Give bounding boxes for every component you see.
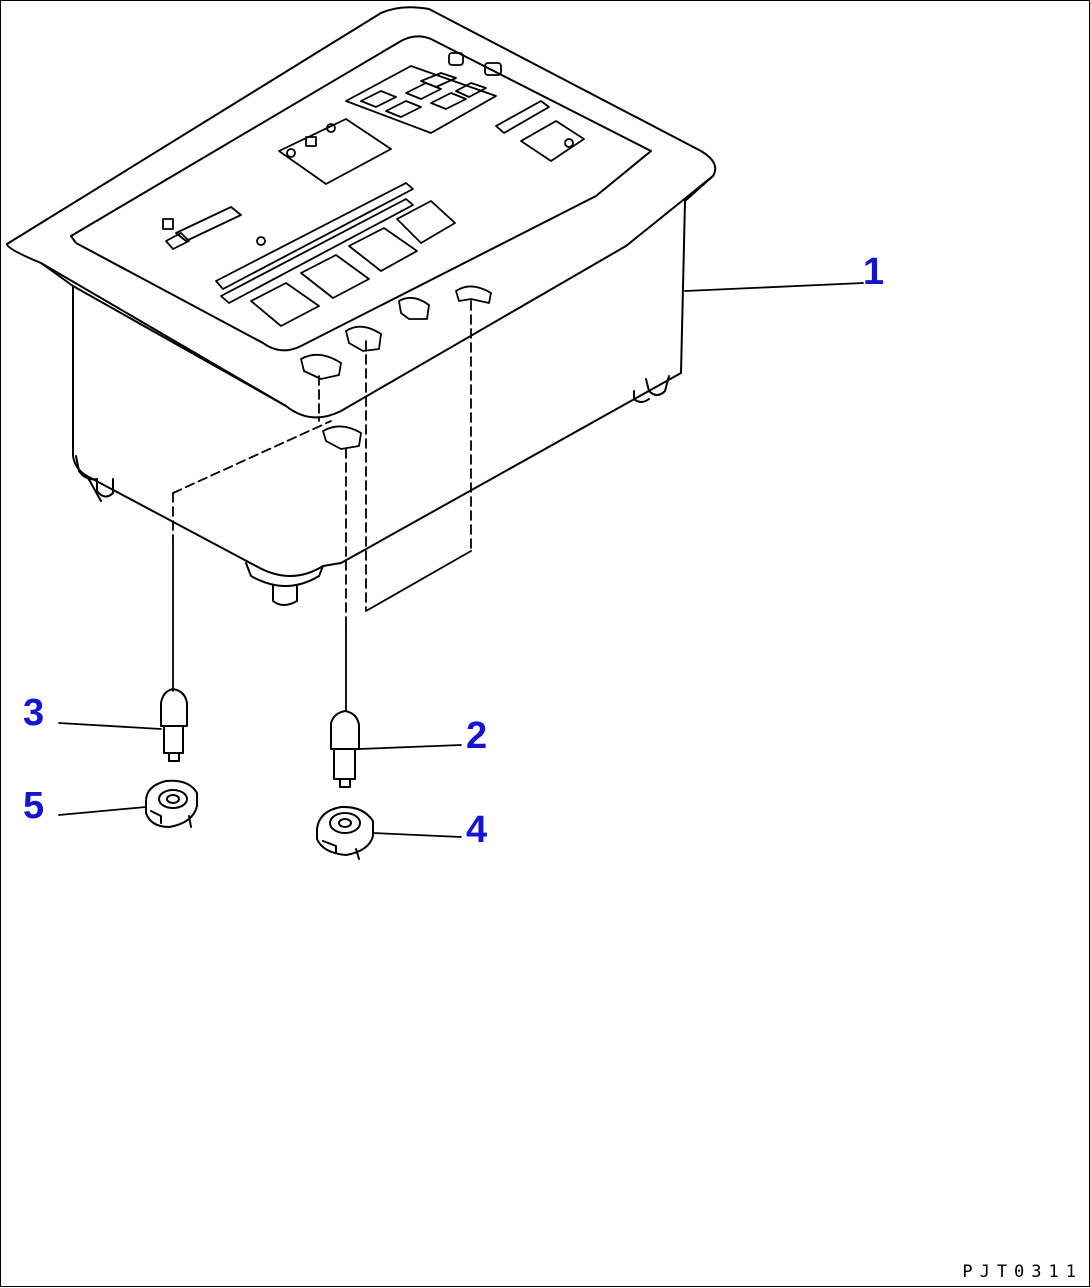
- leader-lines: [58, 282, 864, 838]
- assembly-solid-lines: [172, 540, 472, 712]
- socket-4-part: [316, 805, 374, 860]
- monitor-display-details: [162, 52, 585, 327]
- callout-3: 3: [23, 692, 45, 734]
- document-code: PJT0311: [962, 1262, 1083, 1282]
- bulb-3-part: [160, 688, 188, 762]
- callout-5: 5: [23, 785, 45, 827]
- mounting-sockets: [300, 285, 492, 450]
- callout-4: 4: [466, 809, 488, 851]
- socket-5-part: [145, 779, 198, 828]
- callout-2: 2: [466, 715, 488, 757]
- assembly-lines: [172, 300, 472, 627]
- bulb-2-part: [330, 710, 360, 788]
- callout-1: 1: [863, 251, 885, 293]
- monitor-panel-body: [6, 6, 717, 606]
